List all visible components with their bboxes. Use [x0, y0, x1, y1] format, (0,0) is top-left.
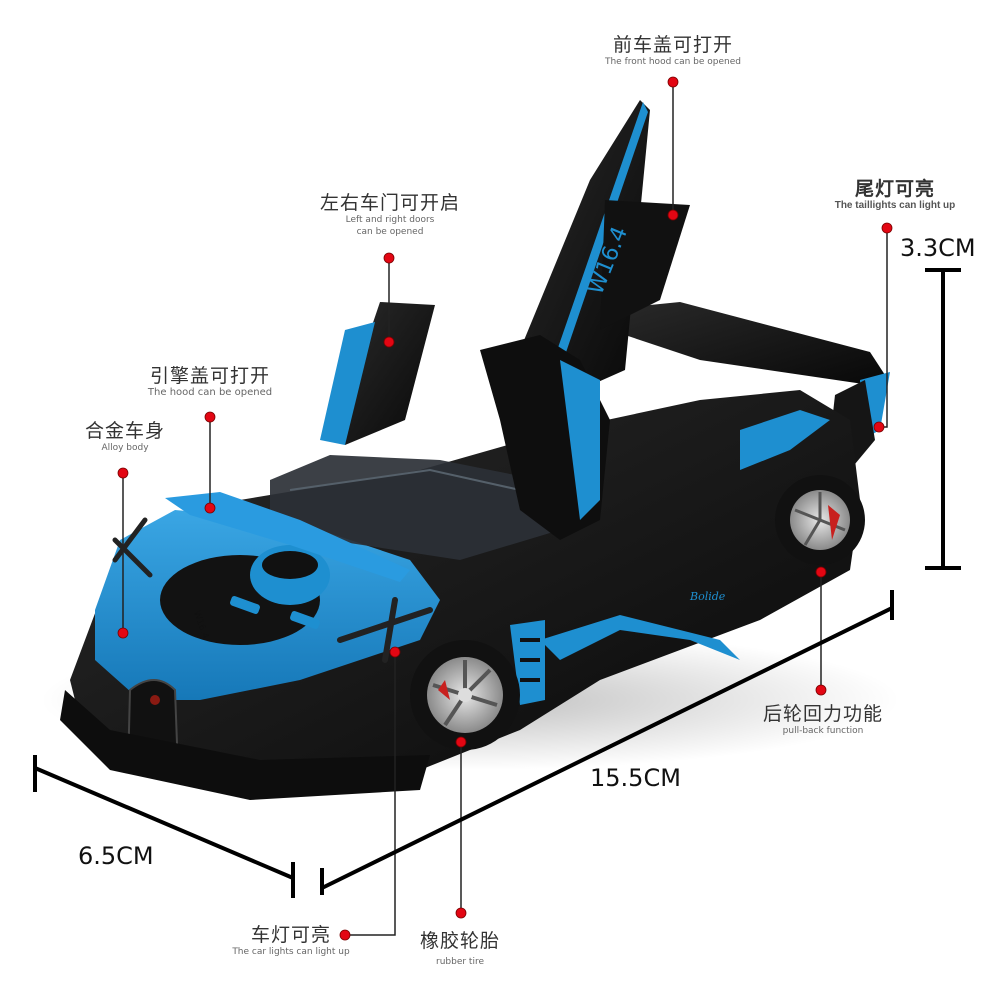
callout-alloy-body-zh: 合金车身 [84, 420, 165, 442]
callout-headlights-zh: 车灯可亮 [250, 924, 331, 946]
callout-doors-zh: 左右车门可开启 [319, 192, 460, 214]
car-body: W16.4 Bolide [60, 390, 860, 800]
callout-pull-back-zh: 后轮回力功能 [762, 703, 883, 725]
dimension-width: 6.5CM [78, 842, 154, 870]
callout-lines [122, 82, 888, 936]
callout-taillights-en: The taillights can light up [834, 200, 956, 211]
dimension-lines [33, 268, 961, 898]
callout-pull-back-en: pull-back function [782, 726, 864, 736]
callout-front-hood-en: The front hood can be opened [604, 57, 741, 67]
callout-dots [117, 76, 893, 941]
front-wheel [410, 640, 520, 750]
callout-alloy-body: 合金车身 Alloy body [75, 420, 175, 454]
callout-doors-en-2: can be opened [356, 227, 424, 237]
callout-alloy-body-en: Alloy body [101, 443, 149, 453]
callout-doors-en-1: Left and right doors [345, 215, 435, 225]
left-door [320, 302, 435, 445]
callout-engine-hood-zh: 引擎盖可打开 [149, 365, 270, 387]
callout-rubber-tire: 橡胶轮胎 rubber tire [405, 930, 515, 968]
callout-rubber-tire-en: rubber tire [436, 957, 484, 967]
callout-headlights: 车灯可亮 The car lights can light up [226, 924, 356, 958]
callout-engine-hood: 引擎盖可打开 The hood can be opened [135, 365, 285, 399]
callout-taillights: 尾灯可亮 The taillights can light up [820, 178, 970, 212]
callout-engine-hood-en: The hood can be opened [147, 387, 273, 398]
front-hood-flap [165, 492, 410, 582]
callout-rubber-tire-zh: 橡胶轮胎 [419, 930, 500, 952]
callout-doors: 左右车门可开启 Left and right doors can be open… [300, 192, 480, 238]
svg-text:Bolide: Bolide [689, 590, 726, 603]
callout-front-hood: 前车盖可打开 The front hood can be opened [580, 34, 766, 68]
dimension-length: 15.5CM [590, 764, 681, 792]
callout-taillights-zh: 尾灯可亮 [854, 178, 935, 200]
callout-front-hood-zh: 前车盖可打开 [612, 34, 733, 56]
rear-wheel [775, 475, 865, 565]
dimension-height: 3.3CM [900, 234, 976, 262]
callout-pull-back: 后轮回力功能 pull-back function [748, 703, 898, 737]
callout-headlights-en: The car lights can light up [232, 947, 350, 957]
right-door-fin: W16.4 [480, 100, 690, 540]
